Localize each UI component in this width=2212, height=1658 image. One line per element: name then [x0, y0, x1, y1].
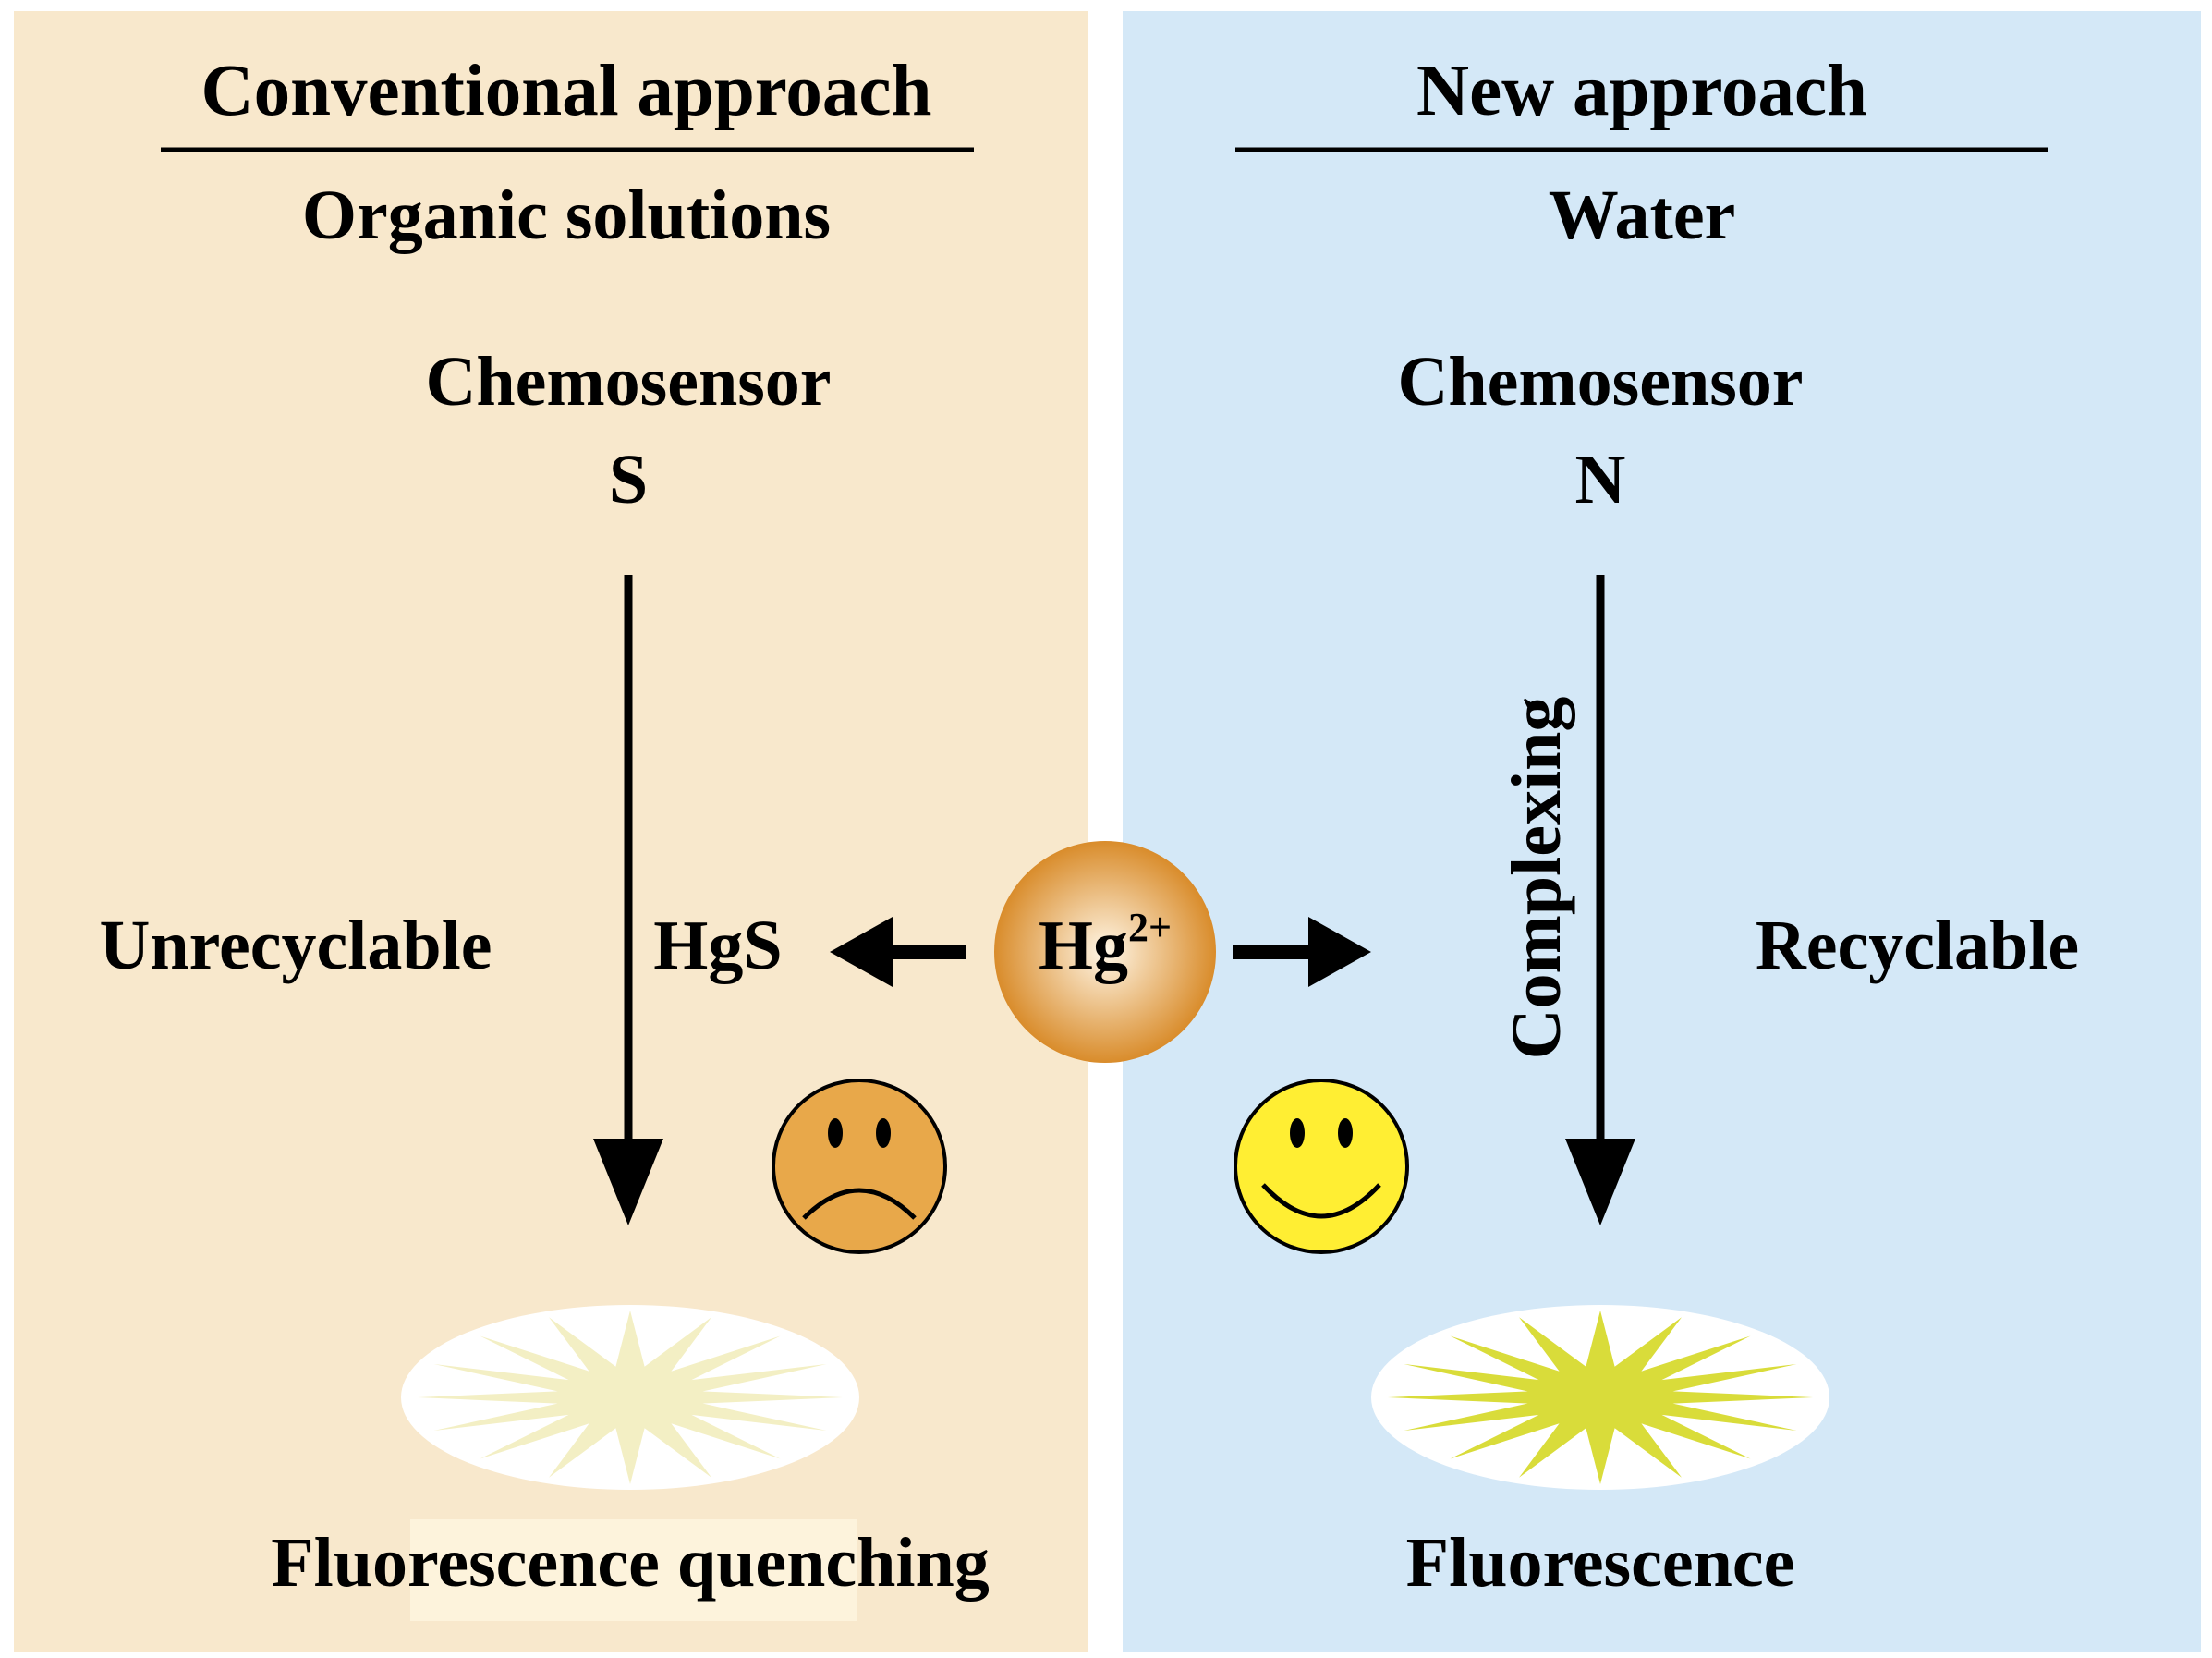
right-sensor-atom: N: [1575, 441, 1626, 518]
right-side-label: Recyclable: [1756, 907, 2079, 984]
quenched-star: [418, 1311, 843, 1484]
bright-star: [1388, 1311, 1813, 1484]
quenched-fluorescence-icon: [401, 1305, 859, 1490]
right-panel-subtitle: Water: [1549, 177, 1736, 254]
left-panel-subtitle: Organic solutions: [302, 177, 831, 254]
right-sensor-label: Chemosensor: [1397, 343, 1803, 421]
left-result-label: Fluorescence quenching: [271, 1524, 990, 1602]
bright-fluorescence-icon: [1371, 1305, 1829, 1490]
left-panel-title: Conventional approach: [201, 51, 932, 131]
right-panel-title: New approach: [1416, 51, 1867, 131]
left-horizontal-arrow-head: [830, 917, 893, 987]
mercury-ion-ball: [994, 841, 1216, 1063]
left-side-label: Unrecyclable: [100, 907, 492, 984]
happy-face-icon: [1234, 1079, 1409, 1254]
mercury-ion-charge: 2+: [1128, 905, 1172, 950]
left-sensor-atom: S: [609, 441, 648, 518]
right-down-arrow-head: [1565, 1139, 1635, 1225]
quenching-highlight: [410, 1519, 857, 1621]
sad-face-icon: [772, 1079, 947, 1254]
right-result-label: Fluorescence: [1406, 1524, 1795, 1602]
mercury-ion-label: Hg2+: [1039, 905, 1172, 984]
product-label: HgS: [653, 907, 782, 984]
left-sensor-label: Chemosensor: [425, 343, 831, 421]
right-horizontal-arrow-head: [1308, 917, 1371, 987]
mercury-ion-symbol: Hg: [1039, 907, 1128, 984]
process-label: Complexing: [1498, 697, 1575, 1060]
left-down-arrow-head: [593, 1139, 663, 1225]
